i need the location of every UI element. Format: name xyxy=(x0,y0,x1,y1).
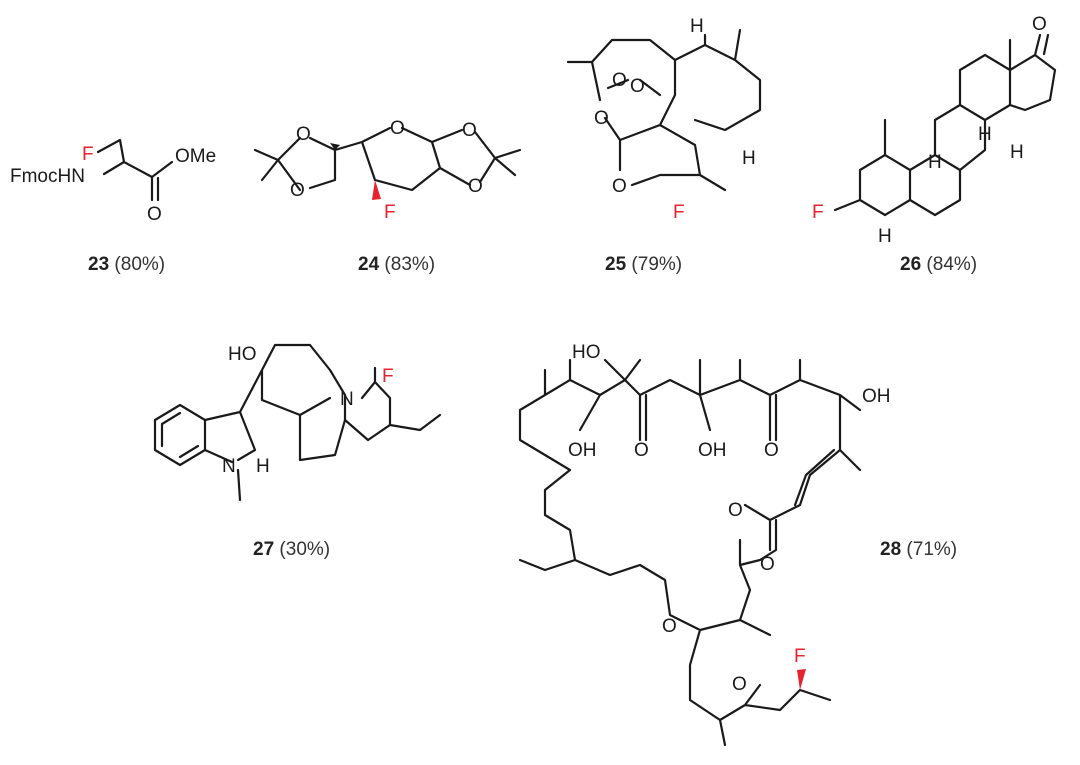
compound-28-structure: HO OH O OH O OH O O O O F xyxy=(518,342,891,747)
atom-label: O xyxy=(290,180,305,201)
atom-label: OH xyxy=(568,440,597,461)
atom-label: H xyxy=(690,16,704,37)
compound-yield: (80%) xyxy=(114,254,165,275)
atom-label: O xyxy=(764,440,779,461)
atom-label: F xyxy=(382,366,394,387)
atom-label: OMe xyxy=(175,146,216,167)
atom-label: OH xyxy=(698,440,727,461)
atom-label: H xyxy=(878,226,892,247)
atom-label: HO xyxy=(572,342,601,363)
atom-label: O xyxy=(662,616,677,637)
compound-23-structure: F FmocHN OMe O xyxy=(10,138,216,225)
atom-label: O xyxy=(390,118,405,139)
compound-yield: (30%) xyxy=(279,539,330,560)
compound-yield: (84%) xyxy=(926,254,977,275)
atom-label: O xyxy=(147,204,162,225)
atom-label: O xyxy=(296,124,311,145)
compound-24-structure: O O O O O F xyxy=(253,118,522,223)
compound-25-structure: O O O O H H F xyxy=(566,16,762,223)
compound-26-structure: O F H H H H xyxy=(812,14,1057,247)
atom-label: O xyxy=(462,120,477,141)
compound-number: 26 xyxy=(900,254,921,275)
compound-24-label: 24 (83%) xyxy=(358,254,435,275)
compound-number: 27 xyxy=(253,539,274,560)
compound-28-label: 28 (71%) xyxy=(880,539,957,560)
atom-label: OH xyxy=(862,386,891,407)
atom-label: O xyxy=(634,440,649,461)
atom-label: O xyxy=(728,500,743,521)
compound-yield: (71%) xyxy=(906,539,957,560)
atom-label: F xyxy=(794,646,806,667)
compound-27-structure: HO N F N H xyxy=(153,343,442,502)
atom-label: O xyxy=(732,674,747,695)
atom-label: O xyxy=(594,108,609,129)
atom-label: H xyxy=(742,148,756,169)
atom-label: HO xyxy=(228,344,257,365)
atom-label: O xyxy=(760,554,775,575)
atom-label: O xyxy=(612,70,627,91)
atom-label: H xyxy=(978,124,992,145)
compound-number: 25 xyxy=(605,254,627,275)
atom-label: O xyxy=(630,76,645,97)
compound-27-label: 27 (30%) xyxy=(253,539,330,560)
atom-label: F xyxy=(384,202,396,223)
atom-label: H xyxy=(928,152,942,173)
atom-label: F xyxy=(812,202,824,223)
atom-label: H xyxy=(1010,142,1024,163)
compound-number: 28 xyxy=(880,539,901,560)
atom-label: O xyxy=(1032,14,1047,35)
compound-23-label: 23 (80%) xyxy=(88,254,165,275)
atom-label: FmocHN xyxy=(10,166,85,187)
compound-25-label: 25 (79%) xyxy=(605,254,682,275)
compound-26-label: 26 (84%) xyxy=(900,254,977,275)
atom-label: N xyxy=(222,456,236,477)
atom-label: N xyxy=(340,389,354,410)
compound-yield: (79%) xyxy=(631,254,682,275)
atom-label: O xyxy=(468,176,483,197)
atom-label: O xyxy=(612,176,627,197)
atom-label: F xyxy=(82,144,94,165)
compound-number: 23 xyxy=(88,254,109,275)
compound-yield: (83%) xyxy=(384,254,435,275)
atom-label: F xyxy=(673,202,685,223)
atom-label: H xyxy=(256,456,270,477)
compound-number: 24 xyxy=(358,254,380,275)
